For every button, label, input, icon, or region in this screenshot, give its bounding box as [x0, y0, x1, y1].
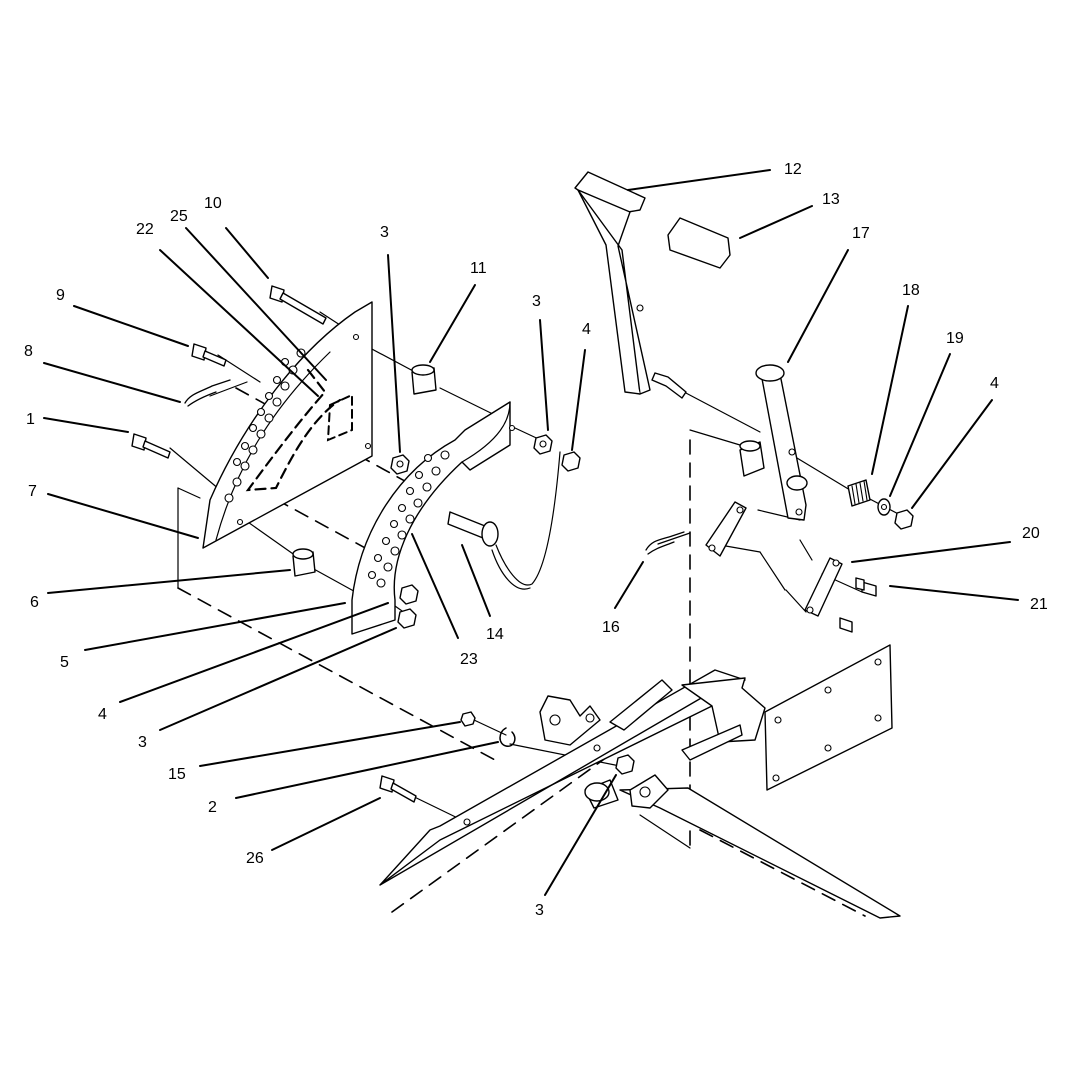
callout-3-frame: 3: [535, 902, 544, 919]
washer: [877, 498, 891, 516]
bolt-21-lower: [839, 617, 853, 633]
callout-11: 11: [470, 260, 487, 277]
callout-25: 25: [170, 208, 188, 225]
callout-23: 23: [460, 651, 478, 668]
spring: [847, 479, 871, 507]
nut-4-lower: [399, 584, 419, 605]
callout-6: 6: [30, 594, 39, 611]
callout-3-lower: 3: [138, 734, 147, 751]
callout-26: 26: [246, 850, 264, 867]
quadrant-plate: [202, 301, 373, 549]
callout-8: 8: [24, 343, 33, 360]
nut-3-lower: [397, 608, 417, 629]
callout-5: 5: [60, 654, 69, 671]
callout-4-right: 4: [990, 375, 999, 392]
pedal: [574, 171, 687, 399]
callout-12: 12: [784, 161, 802, 178]
pedal-pad: [667, 217, 731, 269]
callout-7: 7: [28, 483, 37, 500]
callout-4-lower: 4: [98, 706, 107, 723]
link-left: [705, 501, 747, 557]
nut-3-frame: [615, 754, 635, 775]
nut-4-right: [894, 509, 914, 530]
bolt-26: [379, 775, 417, 803]
lanyard-pin: [447, 451, 561, 590]
callout-2: 2: [208, 799, 217, 816]
callout-22: 22: [136, 221, 154, 238]
callout-3-upper: 3: [380, 224, 389, 241]
quadrant-arm: [351, 401, 516, 635]
callout-14: 14: [486, 626, 504, 643]
frame-assembly: [379, 644, 901, 919]
callout-18: 18: [902, 282, 920, 299]
nut-15: [460, 711, 476, 727]
cotter-pin-16: [645, 531, 685, 555]
bolt-10: [269, 285, 327, 325]
nut-3-upper: [390, 454, 410, 475]
clip-2: [499, 727, 516, 747]
spacer-11: [411, 364, 437, 395]
bolt-9: [191, 343, 227, 367]
nut-3-arm: [533, 434, 553, 455]
lever: [739, 364, 808, 521]
callout-9: 9: [56, 287, 65, 304]
callout-15: 15: [168, 766, 186, 783]
callout-17: 17: [852, 225, 870, 242]
link-right: [804, 557, 843, 617]
callout-4-arm: 4: [582, 321, 591, 338]
cotter-pin-8: [184, 379, 231, 407]
leader-lines: [43, 169, 1019, 896]
callout-3-arm: 3: [532, 293, 541, 310]
callout-20: 20: [1022, 525, 1040, 542]
bolt-1: [131, 433, 171, 459]
callout-13: 13: [822, 191, 840, 208]
callout-16: 16: [602, 619, 620, 636]
callout-21: 21: [1030, 596, 1048, 613]
nut-4-arm: [561, 451, 581, 472]
callout-10: 10: [204, 195, 222, 212]
spacer-6: [292, 548, 316, 577]
callout-19: 19: [946, 330, 964, 347]
callout-1: 1: [26, 411, 35, 428]
callout-labels: 12 13 17 18 19 4 20 21 16 14 23 3 3 4 11…: [24, 161, 1048, 919]
bolt-21-upper: [855, 577, 877, 597]
quadrant-arm-holes: [367, 424, 516, 588]
